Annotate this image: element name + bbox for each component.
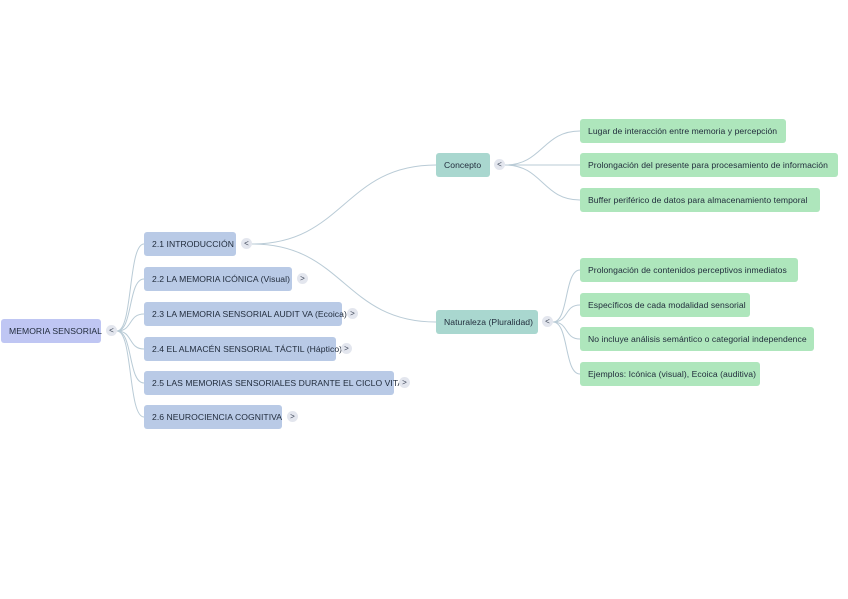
connector-naturaleza-leaf-1 bbox=[552, 269, 581, 323]
root-node[interactable]: MEMORIA SENSORIAL bbox=[1, 319, 102, 343]
section-neurociencia-expand-toggle[interactable]: > bbox=[287, 411, 298, 422]
leaf-naturaleza-2[interactable]: Específicos de cada modalidad sensorial bbox=[580, 293, 750, 317]
connector-naturaleza-leaf-4 bbox=[552, 321, 581, 375]
leaf-concepto-2[interactable]: Prolongación del presente para procesami… bbox=[580, 153, 838, 177]
connector-root-section-2 bbox=[116, 278, 145, 332]
connector-naturaleza-leaf-3 bbox=[552, 321, 581, 340]
leaf-concepto-3[interactable]: Buffer periférico de datos para almacena… bbox=[580, 188, 820, 212]
section-memoria-auditiva-expand-toggle[interactable]: > bbox=[347, 308, 358, 319]
section-almacen-tactil-expand-toggle[interactable]: > bbox=[341, 343, 352, 354]
branch-concepto[interactable]: Concepto bbox=[436, 153, 490, 177]
connector-root-section-5 bbox=[116, 330, 145, 384]
leaf-naturaleza-3[interactable]: No incluye análisis semántico o categori… bbox=[580, 327, 814, 351]
section-memoria-iconica-expand-toggle[interactable]: > bbox=[297, 273, 308, 284]
branch-naturaleza-collapse-toggle[interactable]: < bbox=[542, 316, 553, 327]
section-memoria-iconica[interactable]: 2.2 LA MEMORIA ICÓNICA (Visual) bbox=[144, 267, 292, 291]
connector-root-section-6 bbox=[116, 330, 145, 418]
connector-concepto-leaf-1 bbox=[504, 130, 581, 166]
leaf-naturaleza-4[interactable]: Ejemplos: Icónica (visual), Ecoica (audi… bbox=[580, 362, 760, 386]
connector-root-section-1 bbox=[116, 243, 145, 332]
section-introduccion-collapse-toggle[interactable]: < bbox=[241, 238, 252, 249]
root-collapse-toggle[interactable]: < bbox=[106, 325, 117, 336]
leaf-naturaleza-1[interactable]: Prolongación de contenidos perceptivos i… bbox=[580, 258, 798, 282]
section-memoria-auditiva[interactable]: 2.3 LA MEMORIA SENSORIAL AUDIT VA (Ecoic… bbox=[144, 302, 347, 326]
section-neurociencia[interactable]: 2.6 NEUROCIENCIA COGNITIVA bbox=[144, 405, 282, 429]
branch-concepto-collapse-toggle[interactable]: < bbox=[494, 159, 505, 170]
section-almacen-tactil[interactable]: 2.4 EL ALMACÉN SENSORIAL TÁCTIL (Háptico… bbox=[144, 337, 342, 361]
connector-concepto-leaf-3 bbox=[504, 164, 581, 201]
branch-naturaleza[interactable]: Naturaleza (Pluralidad) bbox=[436, 310, 538, 334]
connector-intro-naturaleza bbox=[251, 243, 437, 323]
connector-intro-concepto bbox=[251, 164, 437, 245]
section-ciclo-vital-expand-toggle[interactable]: > bbox=[399, 377, 410, 388]
leaf-concepto-1[interactable]: Lugar de interacción entre memoria y per… bbox=[580, 119, 786, 143]
section-ciclo-vital[interactable]: 2.5 LAS MEMORIAS SENSORIALES DURANTE EL … bbox=[144, 371, 408, 395]
section-introduccion[interactable]: 2.1 INTRODUCCIÓN bbox=[144, 232, 236, 256]
connector-root-section-3 bbox=[116, 313, 145, 332]
connector-naturaleza-leaf-2 bbox=[552, 304, 581, 323]
